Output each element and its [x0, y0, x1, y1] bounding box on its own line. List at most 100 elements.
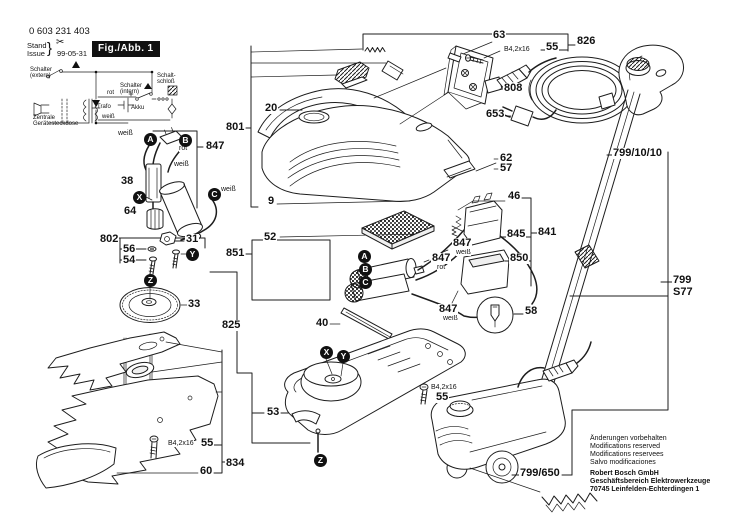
- callout-circle-b1: B: [179, 134, 192, 147]
- footer-division: Geschäftsbereich Elektrowerkzeuge: [590, 478, 711, 485]
- callout-circle-z2: Z: [314, 454, 327, 467]
- switch-assembly-drawing: [451, 192, 538, 334]
- part-label-20: 20: [264, 102, 279, 114]
- gear-wheel-drawing: [119, 286, 189, 323]
- wire-label-weiss-a: weiß: [118, 130, 133, 137]
- footer-note-en: Modifications reserved: [590, 443, 661, 450]
- part-label-s77: S77: [672, 286, 694, 298]
- insert-plate-drawing: [443, 158, 499, 179]
- part-label-62: 62: [499, 152, 514, 164]
- callout-circle-x1: X: [133, 191, 146, 204]
- part-label-851: 851: [225, 247, 246, 259]
- callout-circle-y2: Y: [337, 350, 350, 363]
- wiring-schematic-drawing: [33, 61, 178, 125]
- part-label-38: 38: [120, 175, 135, 187]
- foam-pad-drawing: [361, 210, 435, 250]
- part-label-847-c: 847: [431, 252, 452, 264]
- part-label-801: 801: [225, 121, 246, 133]
- part-label-55-left: 55: [200, 437, 215, 449]
- telescopic-pole-drawing: [537, 44, 685, 397]
- part-label-799-650: 799/650: [519, 467, 561, 479]
- callout-circle-c1: C: [208, 188, 221, 201]
- part-label-850: 850: [509, 252, 530, 264]
- screw-spec-label-bottom: B4,2x16: [431, 384, 457, 391]
- issue-date: 99-05-31: [57, 49, 88, 58]
- schematic-label-extern: (extern): [30, 73, 51, 79]
- wire-label-rot-b: rot: [179, 145, 188, 152]
- part-label-31: 31: [185, 233, 200, 245]
- base-tray-drawing: [284, 328, 466, 453]
- part-label-808: 808: [503, 82, 524, 94]
- part-label-847-b: 847: [452, 237, 473, 249]
- part-label-834: 834: [225, 457, 246, 469]
- shear-blades-drawing: [35, 331, 226, 489]
- schematic-label-steckdose: Gerätesteckdose: [33, 121, 79, 127]
- callout-circle-y1: Y: [186, 248, 199, 261]
- part-label-55-bottom: 55: [435, 391, 450, 403]
- wire-label-weiss-c: weiß: [221, 186, 236, 193]
- wheeled-shear-unit-drawing: [430, 341, 598, 513]
- brace-icon: }: [47, 40, 53, 57]
- part-label-52: 52: [263, 231, 278, 243]
- callout-circle-b2: B: [359, 263, 372, 276]
- wire-label-weiss-bottom: weiß: [443, 315, 458, 322]
- part-label-802: 802: [99, 233, 120, 245]
- schematic-label-weiss: weiß: [102, 114, 115, 120]
- part-label-799: 799: [672, 274, 693, 286]
- wire-label-weiss-top: weiß: [456, 249, 471, 256]
- issue-label: Issue: [27, 49, 45, 58]
- part-label-60: 60: [199, 465, 214, 477]
- part-label-33: 33: [187, 298, 202, 310]
- part-label-54: 54: [122, 254, 137, 266]
- footer-address: 70745 Leinfelden-Echterdingen 1: [590, 486, 700, 493]
- callout-circle-a2: A: [358, 250, 371, 263]
- upper-housing-drawing: [250, 47, 470, 202]
- part-label-53: 53: [266, 406, 281, 418]
- wire-label-rot-mid: rot: [437, 264, 446, 271]
- part-label-845: 845: [506, 228, 527, 240]
- part-label-63: 63: [492, 29, 507, 41]
- schematic-label-schalter-extern: Schalter: [30, 67, 53, 73]
- part-label-40: 40: [315, 317, 330, 329]
- catalog-number: 0 603 231 403: [29, 26, 90, 37]
- callout-circle-x2: X: [320, 346, 333, 359]
- part-label-9: 9: [267, 195, 276, 207]
- part-label-58: 58: [524, 305, 539, 317]
- schematic-label-schalter-intern: Schalter: [120, 83, 143, 89]
- part-label-825: 825: [221, 319, 242, 331]
- schematic-label-schloss: schloß: [157, 79, 175, 85]
- screw-bottom-center: [419, 383, 429, 405]
- wire-label-weiss-mid: weiß: [174, 161, 189, 168]
- schematic-label-trafo: Trafo: [97, 104, 111, 110]
- screw-spec-label-top: B4,2x16: [504, 46, 530, 53]
- callout-circle-a1: A: [144, 133, 157, 146]
- part-label-799-10-10: 799/10/10: [612, 147, 663, 159]
- grouping-brackets-right: [569, 151, 673, 476]
- schematic-label-intern: (intern): [120, 89, 140, 95]
- part-label-57: 57: [499, 162, 514, 174]
- schematic-label-schalt: Schalt-: [157, 73, 176, 79]
- callout-circle-c2: C: [359, 276, 372, 289]
- part-label-841: 841: [537, 226, 558, 238]
- part-label-826: 826: [576, 35, 597, 47]
- footer-note-de: Änderungen vorbehalten: [590, 435, 667, 442]
- figure-badge: Fig./Abb. 1: [92, 41, 160, 57]
- callout-circle-z1: Z: [144, 274, 157, 287]
- screw-spec-label-left: B4,2x16: [168, 440, 194, 447]
- footer-company-name: Robert Bosch GmbH: [590, 470, 659, 477]
- housing-bracket-lines: [245, 45, 411, 208]
- part-label-46: 46: [507, 190, 522, 202]
- part-label-653: 653: [485, 108, 506, 120]
- stand-label: Stand: [27, 41, 47, 50]
- part-label-847-d: 847: [438, 303, 459, 315]
- charging-stand-drawing: [362, 33, 635, 127]
- footer-note-fr: Modifications reservees: [590, 451, 664, 458]
- part-label-56: 56: [122, 243, 137, 255]
- part-label-55-top: 55: [545, 41, 560, 53]
- footer-note-es: Salvo modificaciones: [590, 459, 656, 466]
- schematic-label-rot: rot: [107, 90, 115, 96]
- schematic-label-akku: Akku: [131, 105, 145, 111]
- scissors-icon: ✂: [56, 37, 65, 48]
